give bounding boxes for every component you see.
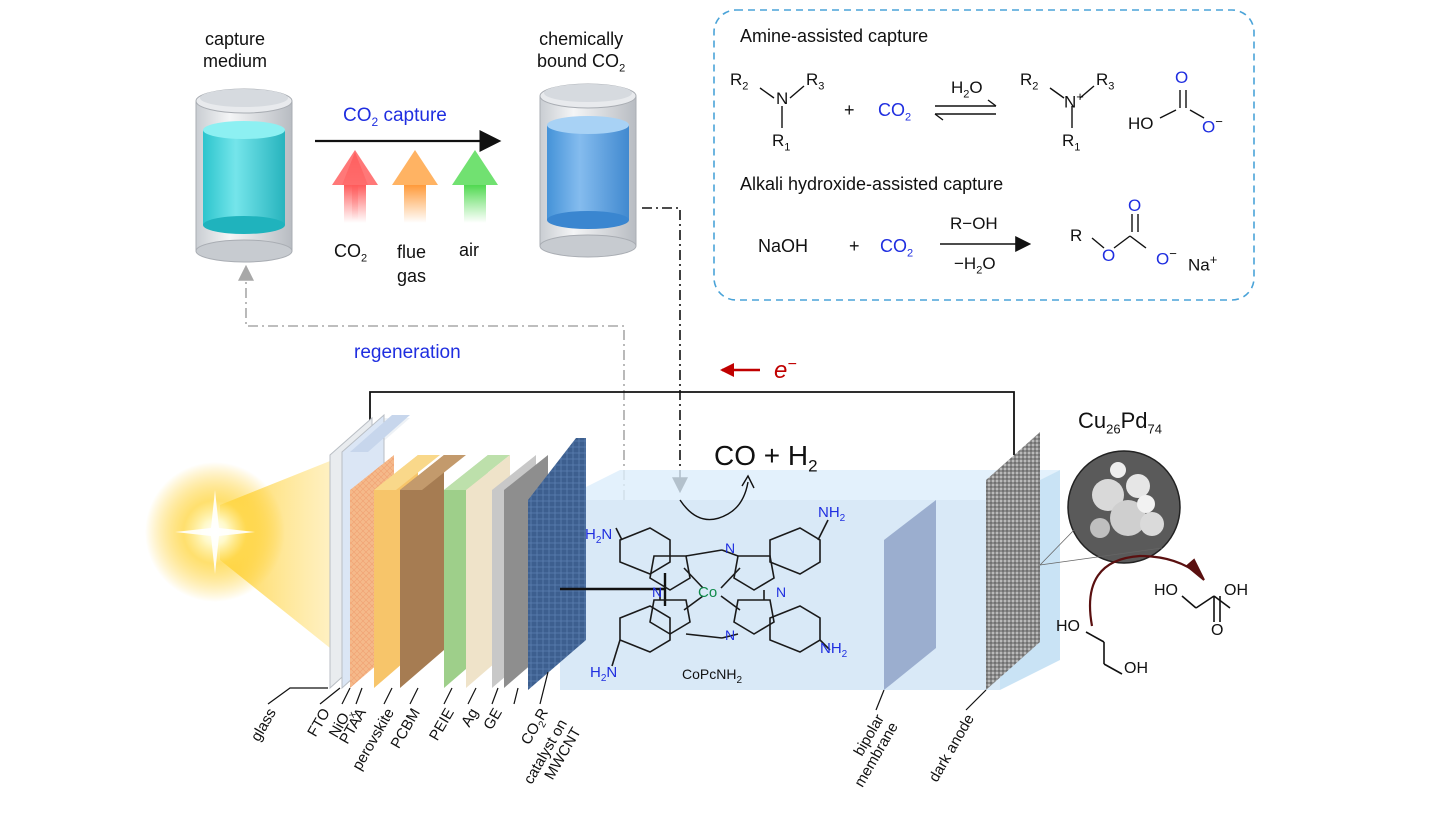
bicarbonate-ho: HO bbox=[1128, 114, 1154, 133]
bridge-n-top: N bbox=[725, 540, 736, 556]
anode-catalyst-label: Cu26Pd74 bbox=[1078, 408, 1162, 437]
nh2-bottom-right: NH2 bbox=[820, 640, 848, 660]
naoh-label: NaOH bbox=[758, 236, 809, 256]
co2-reactant-1: CO2 bbox=[878, 100, 912, 124]
hydroxide-title: Alkali hydroxide-assisted capture bbox=[740, 174, 1004, 194]
copcnh2-molecule bbox=[611, 519, 831, 667]
bridge-n-left: N bbox=[652, 584, 663, 600]
ethylene-glycol bbox=[1085, 631, 1123, 675]
alkyl-r: R bbox=[1070, 226, 1083, 245]
h2n-bottom-left: H2N bbox=[590, 664, 618, 684]
product-n: N+ bbox=[1064, 89, 1084, 112]
amine-title: Amine-assisted capture bbox=[740, 26, 929, 46]
electrolyte-chamber bbox=[560, 470, 1060, 690]
bicarbonate-o-neg: O− bbox=[1202, 114, 1223, 137]
glycolic-ho: HO bbox=[1154, 582, 1178, 599]
regeneration-label: regeneration bbox=[354, 342, 461, 363]
alkyl-o-neg: O− bbox=[1156, 246, 1177, 269]
plus-1: + bbox=[844, 100, 855, 120]
amine-r2: R2 bbox=[730, 70, 749, 93]
electron-arrow bbox=[720, 363, 734, 377]
product-release-arrow bbox=[679, 481, 749, 521]
cobalt-center: Co bbox=[698, 584, 718, 601]
electron-label: e− bbox=[774, 356, 797, 384]
sodium-label: Na+ bbox=[1188, 252, 1218, 275]
equilibrium-arrow bbox=[934, 99, 997, 121]
capture-medium-cylinder bbox=[195, 88, 293, 263]
bridge-n-right: N bbox=[776, 584, 787, 600]
flue-gas-arrow bbox=[392, 150, 438, 185]
co2-reactant-2: CO2 bbox=[880, 236, 914, 260]
oxidation-arrow bbox=[1088, 554, 1201, 627]
glycolic-o: O bbox=[1211, 622, 1224, 639]
co2-capture-label: CO2 capture bbox=[343, 105, 447, 129]
amine-n: N bbox=[776, 89, 789, 108]
bound-co2-cylinder bbox=[539, 83, 637, 258]
co2-source-label: CO2 bbox=[334, 241, 368, 265]
glycol-oh: OH bbox=[1124, 660, 1148, 677]
amine-r1: R1 bbox=[772, 131, 791, 154]
water-label: H2O bbox=[951, 78, 983, 101]
product-label: CO + H2 bbox=[714, 440, 818, 476]
product-r3: R3 bbox=[1096, 70, 1115, 93]
external-circuit bbox=[369, 391, 1015, 455]
glycolic-acid bbox=[1181, 595, 1231, 622]
solar-stack bbox=[329, 413, 586, 690]
plus-2: + bbox=[849, 236, 860, 256]
product-r2: R2 bbox=[1020, 70, 1039, 93]
roh-label: R−OH bbox=[950, 214, 998, 233]
air-label: air bbox=[459, 240, 480, 260]
glycolic-oh: OH bbox=[1224, 582, 1248, 599]
product-r1: R1 bbox=[1062, 131, 1081, 154]
alkyl-o: O bbox=[1102, 246, 1116, 265]
h2n-top-left: H2N bbox=[585, 526, 613, 546]
air-arrow bbox=[452, 150, 498, 185]
bicarbonate-o-top: O bbox=[1175, 68, 1189, 87]
sem-image bbox=[1039, 450, 1181, 566]
nh2-top-right: NH2 bbox=[818, 504, 846, 524]
reaction-box bbox=[713, 9, 1255, 301]
transfer-path bbox=[642, 207, 688, 494]
diagram-graphics bbox=[145, 9, 1255, 711]
bipolar-membrane bbox=[884, 500, 936, 690]
amine-r3: R3 bbox=[806, 70, 825, 93]
regeneration-path bbox=[238, 264, 625, 500]
catalyst-name: CoPcNH2 bbox=[682, 666, 743, 686]
leader-lines bbox=[267, 671, 987, 711]
dark-anode bbox=[986, 432, 1040, 690]
alkyl-o-top: O bbox=[1128, 196, 1142, 215]
glycol-ho: HO bbox=[1056, 618, 1080, 635]
minus-water-label: −H2O bbox=[954, 254, 996, 277]
bridge-n-bottom: N bbox=[725, 627, 736, 643]
amine-structures bbox=[759, 85, 1205, 249]
